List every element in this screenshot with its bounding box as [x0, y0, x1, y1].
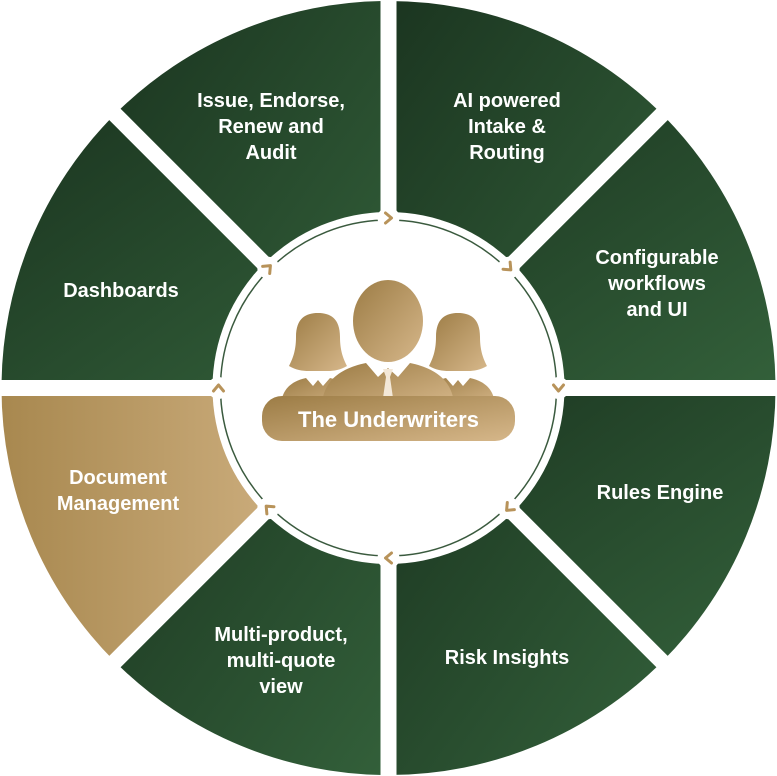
chevron-icon: [257, 256, 280, 279]
segment-label-workflows: Configurable workflows and UI: [595, 247, 718, 321]
segment-label-risk: Risk Insights: [445, 647, 569, 669]
segment-label-line: multi-quote: [227, 650, 336, 672]
center-title: The Underwriters: [298, 407, 479, 432]
chevron-icon: [257, 497, 280, 520]
tie-detail: [383, 369, 393, 404]
segment-label-line: Risk Insights: [445, 647, 569, 669]
chevron-icon: [207, 377, 230, 399]
segment-label-line: Configurable: [595, 247, 718, 269]
chevron-icon: [377, 207, 400, 229]
chevrons-layer: [207, 207, 570, 569]
segment-label-line: Renew and: [218, 116, 324, 138]
segment-label-multi: Multi-product, multi-quote view: [214, 624, 347, 698]
segment-label-line: and UI: [626, 299, 687, 321]
segment-label-line: Multi-product,: [214, 624, 347, 646]
segment-label-dashboards: Dashboards: [63, 280, 179, 302]
segment-label-line: Audit: [245, 142, 296, 164]
center-banner: [262, 396, 515, 441]
segment-label-line: Rules Engine: [597, 482, 724, 504]
chevron-icon: [547, 377, 570, 399]
segment-label-line: workflows: [607, 273, 706, 295]
chevron-icon: [497, 497, 520, 520]
segment-label-rules: Rules Engine: [597, 482, 724, 504]
segment-label-line: Dashboards: [63, 280, 179, 302]
segment-label-line: Routing: [469, 142, 545, 164]
segment-label-line: Issue, Endorse,: [197, 90, 345, 112]
chevron-icon: [377, 547, 400, 569]
chevron-icon: [497, 256, 520, 279]
segment-label-line: Intake &: [468, 116, 546, 138]
segment-label-line: view: [259, 676, 303, 698]
segment-label-line: Management: [57, 493, 180, 515]
segment-label-line: Document: [69, 467, 167, 489]
segment-label-line: AI powered: [453, 90, 561, 112]
